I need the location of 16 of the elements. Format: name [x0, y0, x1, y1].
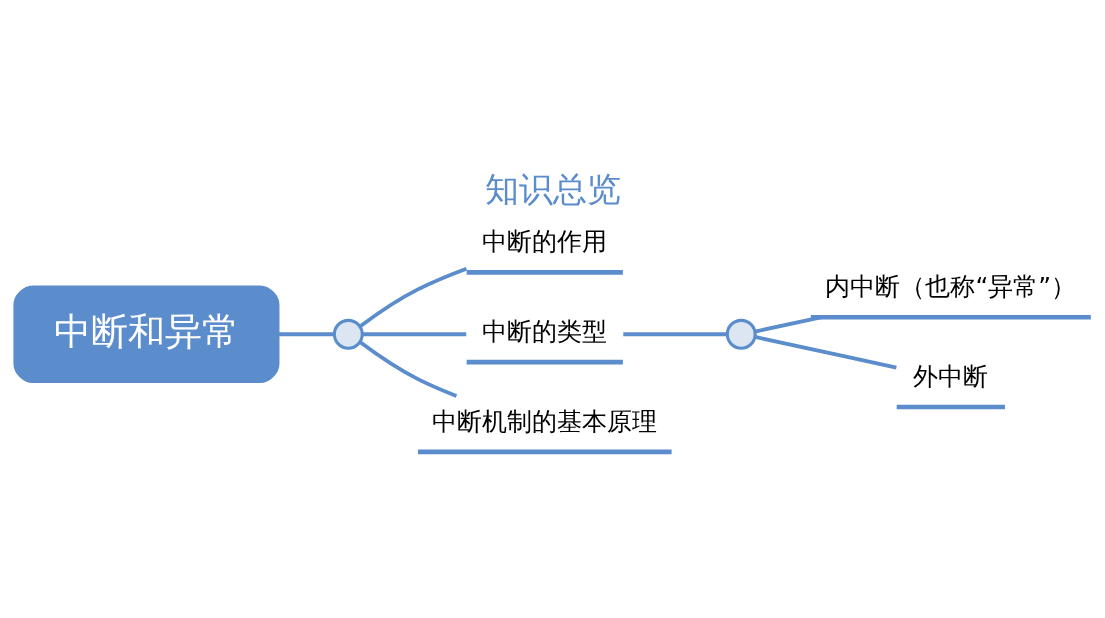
connector — [278, 331, 335, 336]
connector — [362, 331, 467, 336]
node-circle — [332, 318, 364, 350]
node-text: 中断机制的基本原理 — [432, 406, 658, 436]
node-circle — [725, 318, 757, 350]
node-box: 中断和异常 — [13, 285, 280, 383]
node-text: 中断的类型 — [482, 316, 608, 346]
connector — [754, 314, 822, 333]
node-text: 中断的作用 — [482, 226, 608, 256]
diagram-title: 知识总览 — [484, 168, 621, 209]
node-text: 内中断（也称“异常”） — [825, 271, 1077, 301]
connector — [623, 331, 728, 336]
connector — [358, 340, 458, 398]
node-text: 外中断 — [913, 361, 989, 391]
connector — [754, 334, 897, 369]
connector — [358, 266, 468, 328]
